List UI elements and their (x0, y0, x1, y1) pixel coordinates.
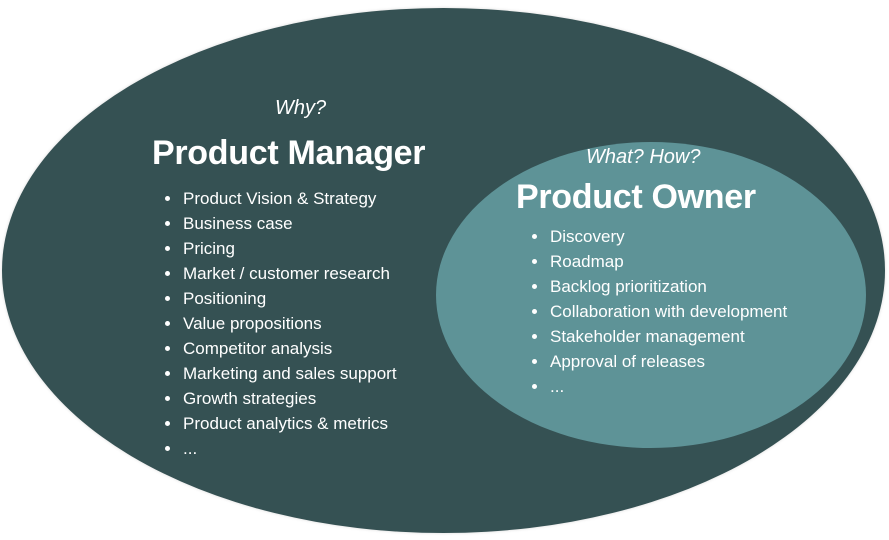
list-item: Marketing and sales support (165, 361, 397, 386)
list-item: ... (532, 374, 787, 399)
list-item: Pricing (165, 236, 397, 261)
product-owner-title: Product Owner (516, 178, 756, 216)
list-item: Backlog prioritization (532, 274, 787, 299)
list-item: Growth strategies (165, 386, 397, 411)
product-manager-list: Product Vision & Strategy Business case … (165, 186, 397, 461)
list-item: Competitor analysis (165, 336, 397, 361)
list-item: Roadmap (532, 249, 787, 274)
product-owner-question: What? How? (586, 146, 701, 168)
product-owner-list: Discovery Roadmap Backlog prioritization… (532, 224, 787, 399)
list-item: Product analytics & metrics (165, 411, 397, 436)
list-item: Business case (165, 211, 397, 236)
list-item: Approval of releases (532, 349, 787, 374)
list-item: Discovery (532, 224, 787, 249)
list-item: ... (165, 436, 397, 461)
list-item: Value propositions (165, 311, 397, 336)
list-item: Stakeholder management (532, 324, 787, 349)
list-item: Collaboration with development (532, 299, 787, 324)
list-item: Product Vision & Strategy (165, 186, 397, 211)
list-item: Market / customer research (165, 261, 397, 286)
product-owner-ellipse (436, 142, 866, 448)
product-manager-title: Product Manager (152, 134, 426, 172)
product-manager-question: Why? (275, 97, 327, 119)
list-item: Positioning (165, 286, 397, 311)
